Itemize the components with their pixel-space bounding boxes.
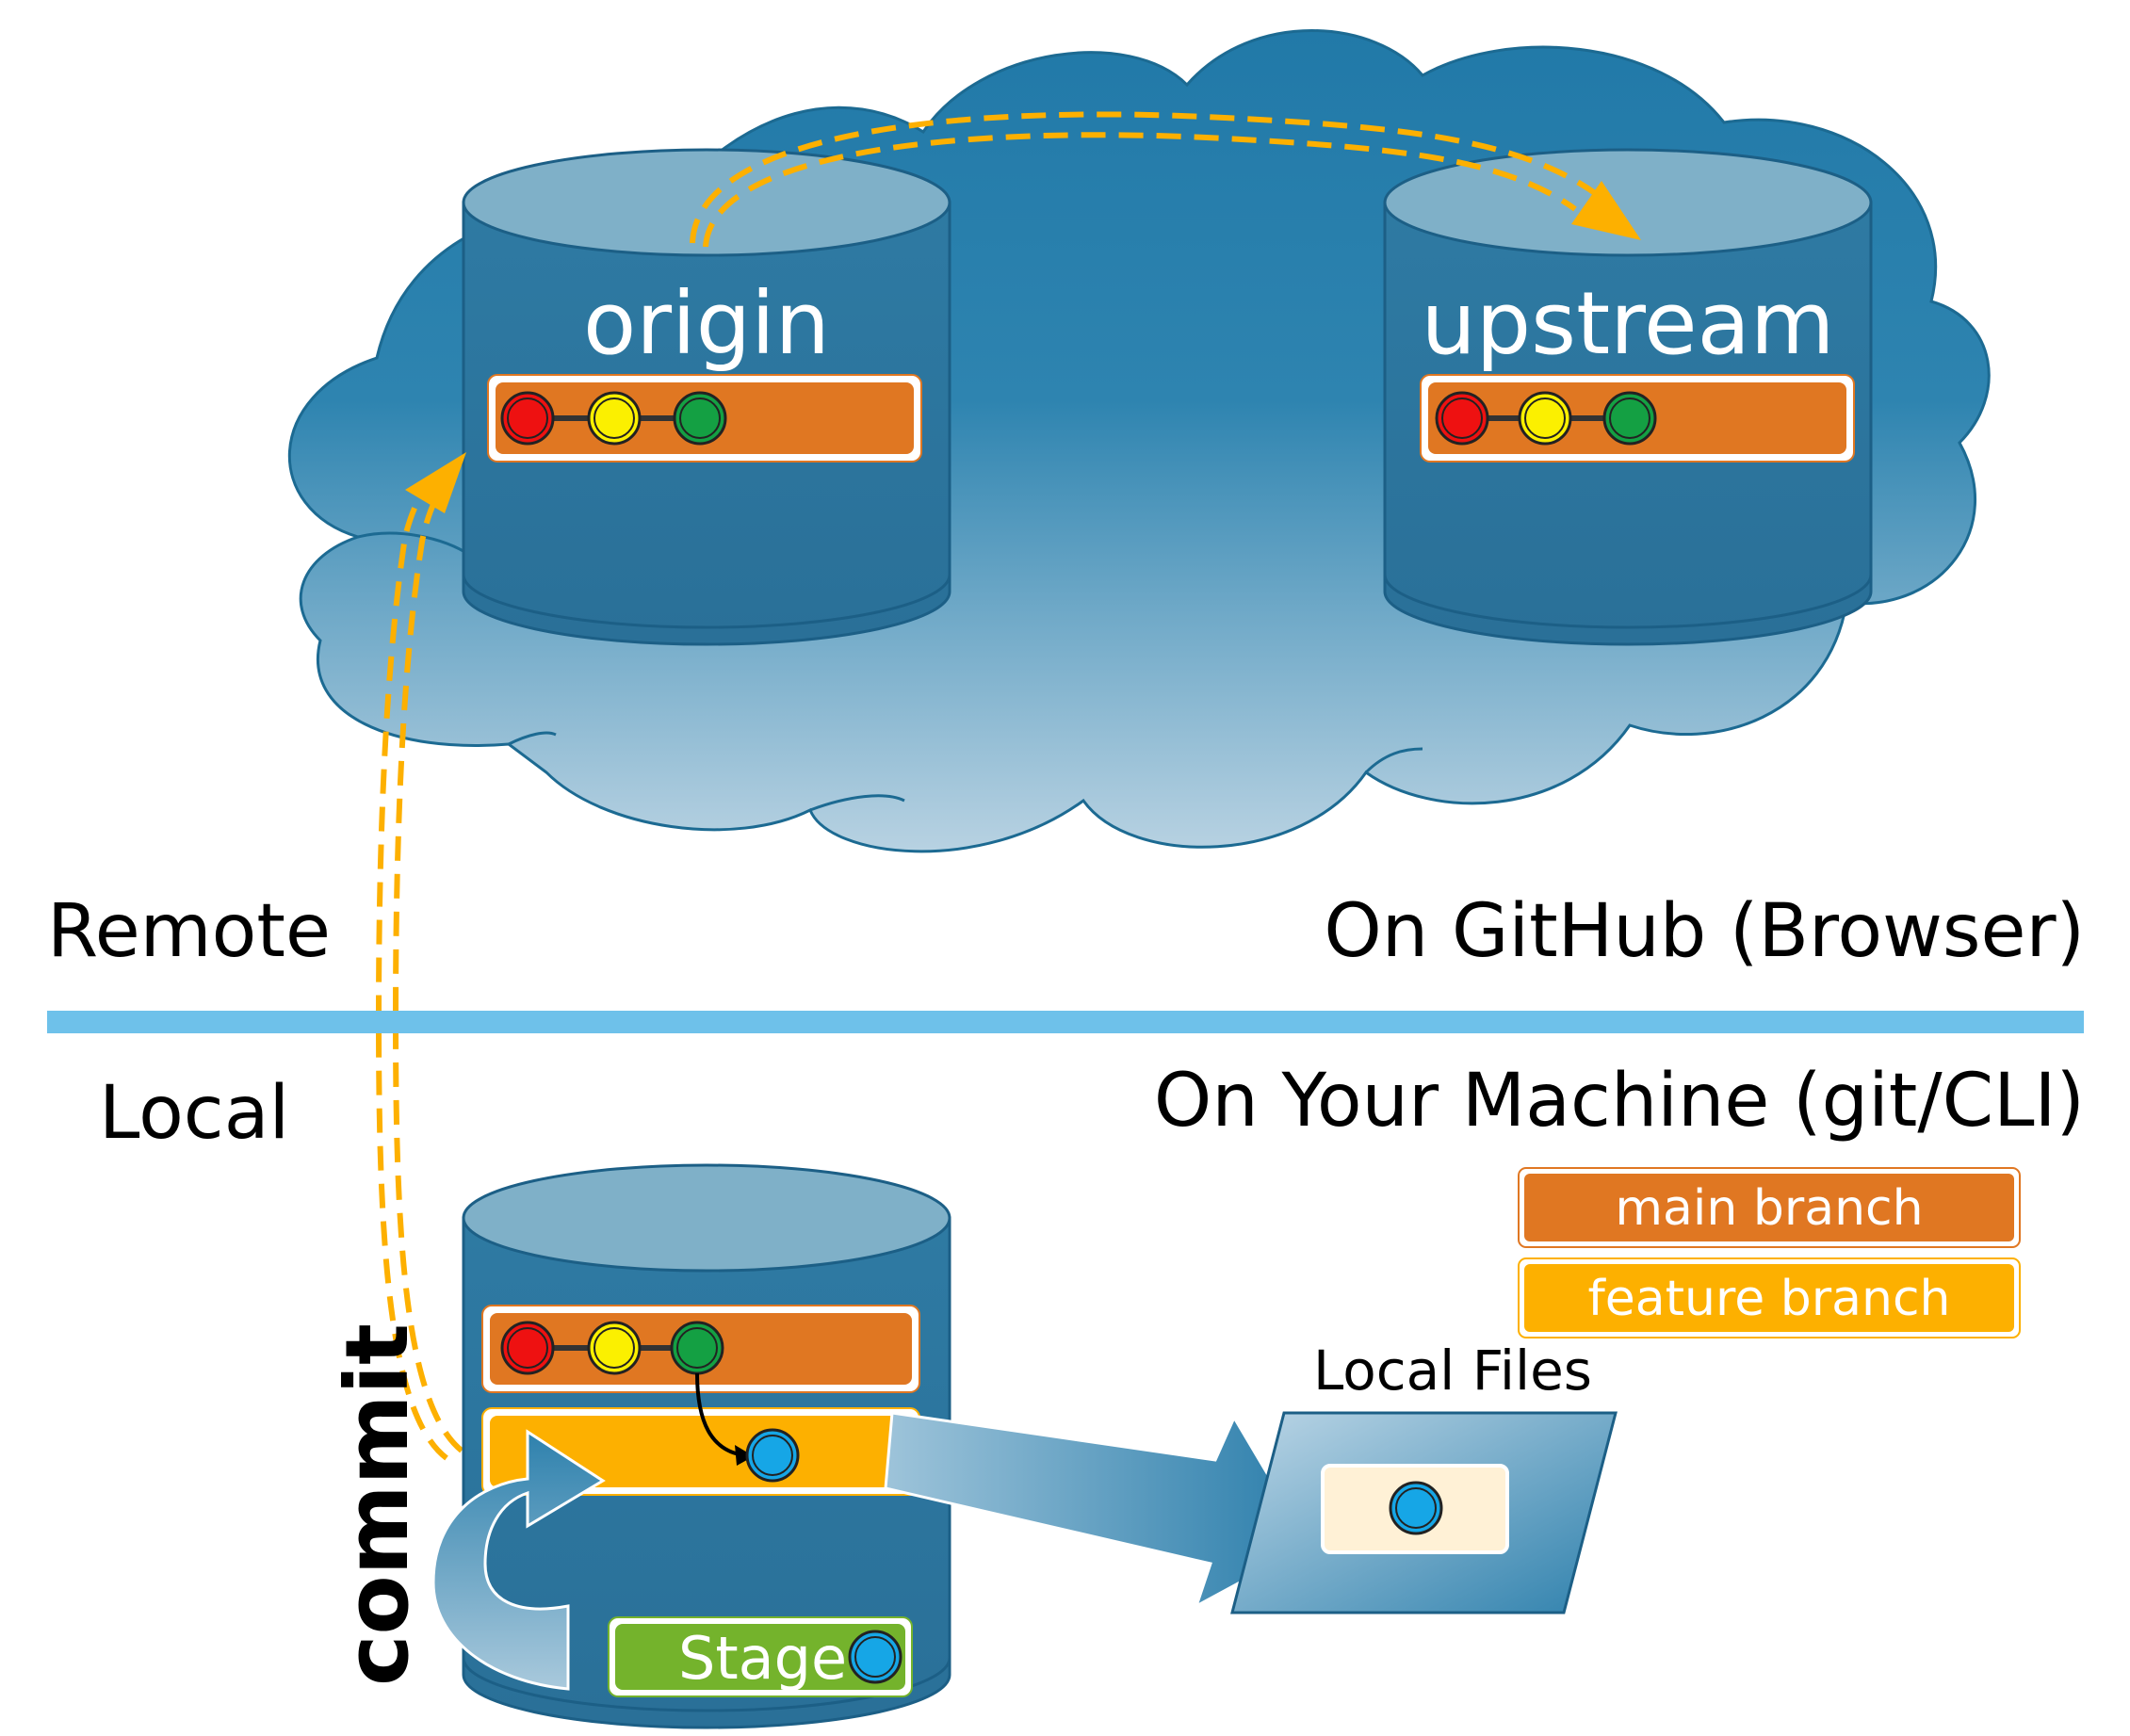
commit-dot-icon (1602, 391, 1657, 446)
commit-dot-icon (500, 1321, 555, 1375)
commit-dot-icon (745, 1428, 800, 1483)
remote-local-divider (47, 1011, 2084, 1033)
commit-dot-icon (587, 391, 642, 446)
upstream-label: upstream (1421, 273, 1834, 374)
legend-feature-branch-swatch (1524, 1264, 2014, 1332)
commit-dot-icon (1518, 391, 1572, 446)
stage-label: Stage (678, 1624, 847, 1693)
on-machine-label: On Your Machine (git/CLI) (1154, 1059, 2085, 1144)
push-to-origin-arrow (375, 452, 466, 1461)
branch-off-arrow (695, 1372, 745, 1457)
upstream-repository: upstream (1383, 148, 1873, 646)
origin-label: origin (583, 273, 830, 374)
legend-main-branch-swatch (1524, 1174, 2014, 1241)
local-label: Local (99, 1071, 289, 1156)
legend-feature-branch-label: feature branch (1587, 1271, 1950, 1327)
local-files: Local Files (1230, 1339, 1618, 1614)
commit-dot-icon (673, 391, 727, 446)
on-github-label: On GitHub (Browser) (1324, 889, 2085, 974)
commit-dot-icon (1435, 391, 1489, 446)
commit-dot-icon (587, 1321, 642, 1375)
commit-dot-icon (1389, 1481, 1443, 1535)
legend-main-branch-label: main branch (1615, 1180, 1923, 1237)
legend: main branch feature branch (1518, 1167, 2021, 1339)
commit-dot-icon (848, 1630, 902, 1684)
commit-curved-arrow (431, 1429, 606, 1691)
remote-label: Remote (47, 889, 331, 974)
origin-repository: origin (462, 148, 951, 646)
origin-to-upstream-arrow (690, 111, 1641, 248)
commit-dot-icon (500, 391, 555, 446)
commit-dot-icon (670, 1321, 724, 1375)
local-files-label: Local Files (1313, 1339, 1592, 1403)
commit-label: commit (327, 1323, 428, 1686)
local-repository: Stage (462, 1163, 951, 1729)
